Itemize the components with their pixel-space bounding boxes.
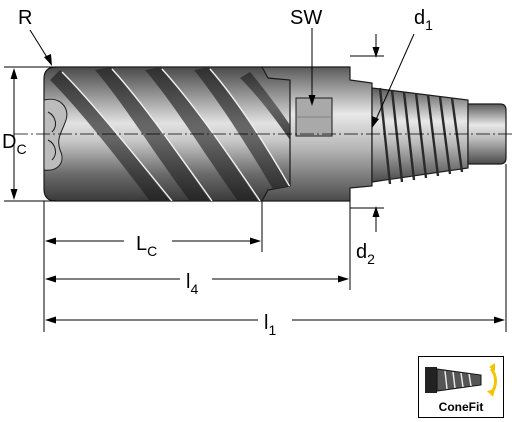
conefit-icon — [425, 363, 497, 397]
dim-l1 — [45, 316, 505, 324]
thread-section — [371, 87, 507, 185]
thread-grooves — [378, 87, 464, 185]
label-l4: l4 — [186, 271, 198, 297]
label-sw: SW — [290, 7, 322, 29]
dim-dc — [4, 66, 56, 202]
conefit-badge: ConeFit — [418, 356, 504, 418]
dim-lc — [45, 237, 261, 245]
label-l1: l1 — [264, 312, 276, 338]
dim-d2 — [350, 34, 384, 232]
leader-r — [29, 29, 52, 66]
conefit-label: ConeFit — [438, 400, 484, 414]
leader-sw — [308, 28, 316, 106]
label-dc: DC — [2, 131, 27, 157]
label-d1: d1 — [414, 7, 433, 33]
leader-d1 — [372, 33, 415, 128]
label-d2: d2 — [356, 241, 375, 267]
label-lc: LC — [136, 233, 157, 259]
label-r: R — [18, 7, 32, 29]
extension-lines — [43, 164, 507, 332]
dim-l4 — [45, 275, 349, 283]
